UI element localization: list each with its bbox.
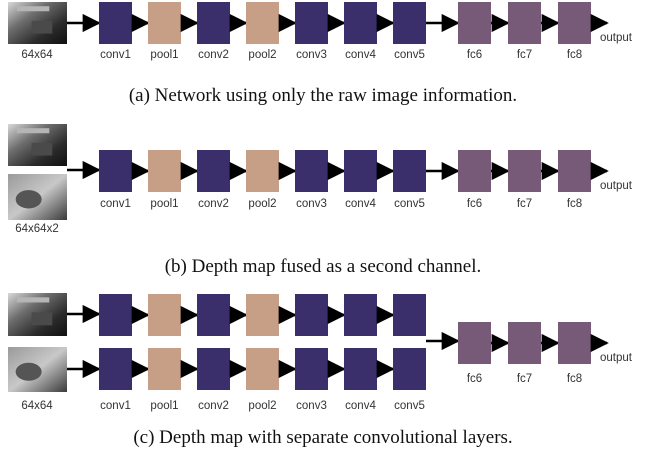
panel-b-label-conv2: conv2 [198,198,229,210]
panel-c-top-pool1-block [148,294,181,336]
panel-a-conv2-block [197,2,230,44]
panel-a-label-conv3: conv3 [296,49,327,61]
panel-c-top-conv4-block [344,294,377,336]
panel-c-top-conv3-block [295,294,328,336]
panel-a-label-fc6: fc6 [467,49,482,61]
caption-panel-a: (a) Network using only the raw image inf… [129,85,517,106]
panel-b-conv4-block [344,150,377,192]
caption-panel-c: (c) Depth map with separate convolutiona… [133,427,512,448]
panel-b-label-pool1: pool1 [150,198,178,210]
panel-c-bottom-conv3-block [295,348,328,390]
panel-c-bottom-conv1-block [99,348,132,390]
panel-a-label-fc7: fc7 [517,49,532,61]
panel-b-depth-input-icon [8,174,67,220]
panel-a-rgb-input-icon [8,2,67,44]
panel-b-conv1-block [99,150,132,192]
panel-b-conv2-block [197,150,230,192]
panel-c-bottom-conv4-block [344,348,377,390]
panel-c-label-pool1: pool1 [150,400,178,412]
panel-c-top-conv1-block [99,294,132,336]
panel-b-label-conv4: conv4 [345,198,376,210]
panel-a-pool2-block [246,2,279,44]
panel-b-pool2-block [246,150,279,192]
panel-b-label-conv5: conv5 [394,198,425,210]
panel-a-output-label: output [600,32,633,44]
panel-a-fc7-block [508,2,541,44]
panel-c-top-conv5-block [393,294,426,336]
panel-b-conv3-block [295,150,328,192]
panel-b-label-conv1: conv1 [100,198,131,210]
panel-c-label-conv3: conv3 [296,400,327,412]
panel-c-fc7-block [508,322,541,364]
panel-c-depth-input-icon [8,347,67,392]
panel-c-bottom-conv5-block [393,348,426,390]
panel-b-rgb-input-icon [8,124,67,166]
panel-a-label-pool1: pool1 [150,49,178,61]
panel-c-label-conv4: conv4 [345,400,376,412]
panel-a-label-fc8: fc8 [567,49,582,61]
panel-c-fc8-block [558,322,591,364]
panel-c-label-conv1: conv1 [100,400,131,412]
panel-c-bottom-pool2-block [246,348,279,390]
panel-a-raw-image-network: 64x64 conv1 pool1 conv2 pool2 conv3 conv4 conv5… [8,2,633,61]
panel-a-fc8-block [558,2,591,44]
panel-b-fc8-block [558,150,591,192]
panel-c-label-fc8: fc8 [567,373,582,385]
panel-b-fc6-block [458,150,491,192]
panel-c-label-pool2: pool2 [248,400,276,412]
panel-b-label-pool2: pool2 [248,198,276,210]
panel-b-output-label: output [600,180,633,192]
panel-b-input-label: 64x64x2 [15,223,58,235]
panel-a-conv5-block [393,2,426,44]
panel-c-bottom-conv2-block [197,348,230,390]
panel-b-label-fc8: fc8 [567,198,582,210]
panel-b-label-fc7: fc7 [517,198,532,210]
panel-c-fc6-block [458,322,491,364]
panel-b-conv5-block [393,150,426,192]
panel-a-label-conv1: conv1 [100,49,131,61]
panel-a-conv1-block [99,2,132,44]
panel-c-label-fc7: fc7 [517,373,532,385]
panel-c-top-conv2-block [197,294,230,336]
panel-b-label-fc6: fc6 [467,198,482,210]
panel-c-label-conv5: conv5 [394,400,425,412]
panel-a-label-conv5: conv5 [394,49,425,61]
panel-a-conv3-block [295,2,328,44]
panel-b-label-conv3: conv3 [296,198,327,210]
panel-a-label-pool2: pool2 [248,49,276,61]
panel-c-label-conv2: conv2 [198,400,229,412]
panel-c-input-label: 64x64 [21,400,53,412]
panel-a-label-conv4: conv4 [345,49,376,61]
panel-c-bottom-pool1-block [148,348,181,390]
panel-c-separate-conv-network: 64x64 conv1 pool1 conv2 pool2 conv3 conv4 conv5… [8,293,633,412]
caption-panel-b: (b) Depth map fused as a second channel. [165,256,482,277]
panel-b-pool1-block [148,150,181,192]
panel-c-top-pool2-block [246,294,279,336]
panel-c-label-fc6: fc6 [467,373,482,385]
panel-b-fc7-block [508,150,541,192]
panel-c-rgb-input-icon [8,293,67,336]
panel-a-conv4-block [344,2,377,44]
panel-a-fc6-block [458,2,491,44]
panel-c-output-label: output [600,352,633,364]
panel-b-depth-channel-network: 64x64x2 conv1 pool1 conv2 pool2 conv3 conv4 con… [8,124,633,235]
panel-a-input-label: 64x64 [21,49,53,61]
panel-a-pool1-block [148,2,181,44]
panel-a-label-conv2: conv2 [198,49,229,61]
